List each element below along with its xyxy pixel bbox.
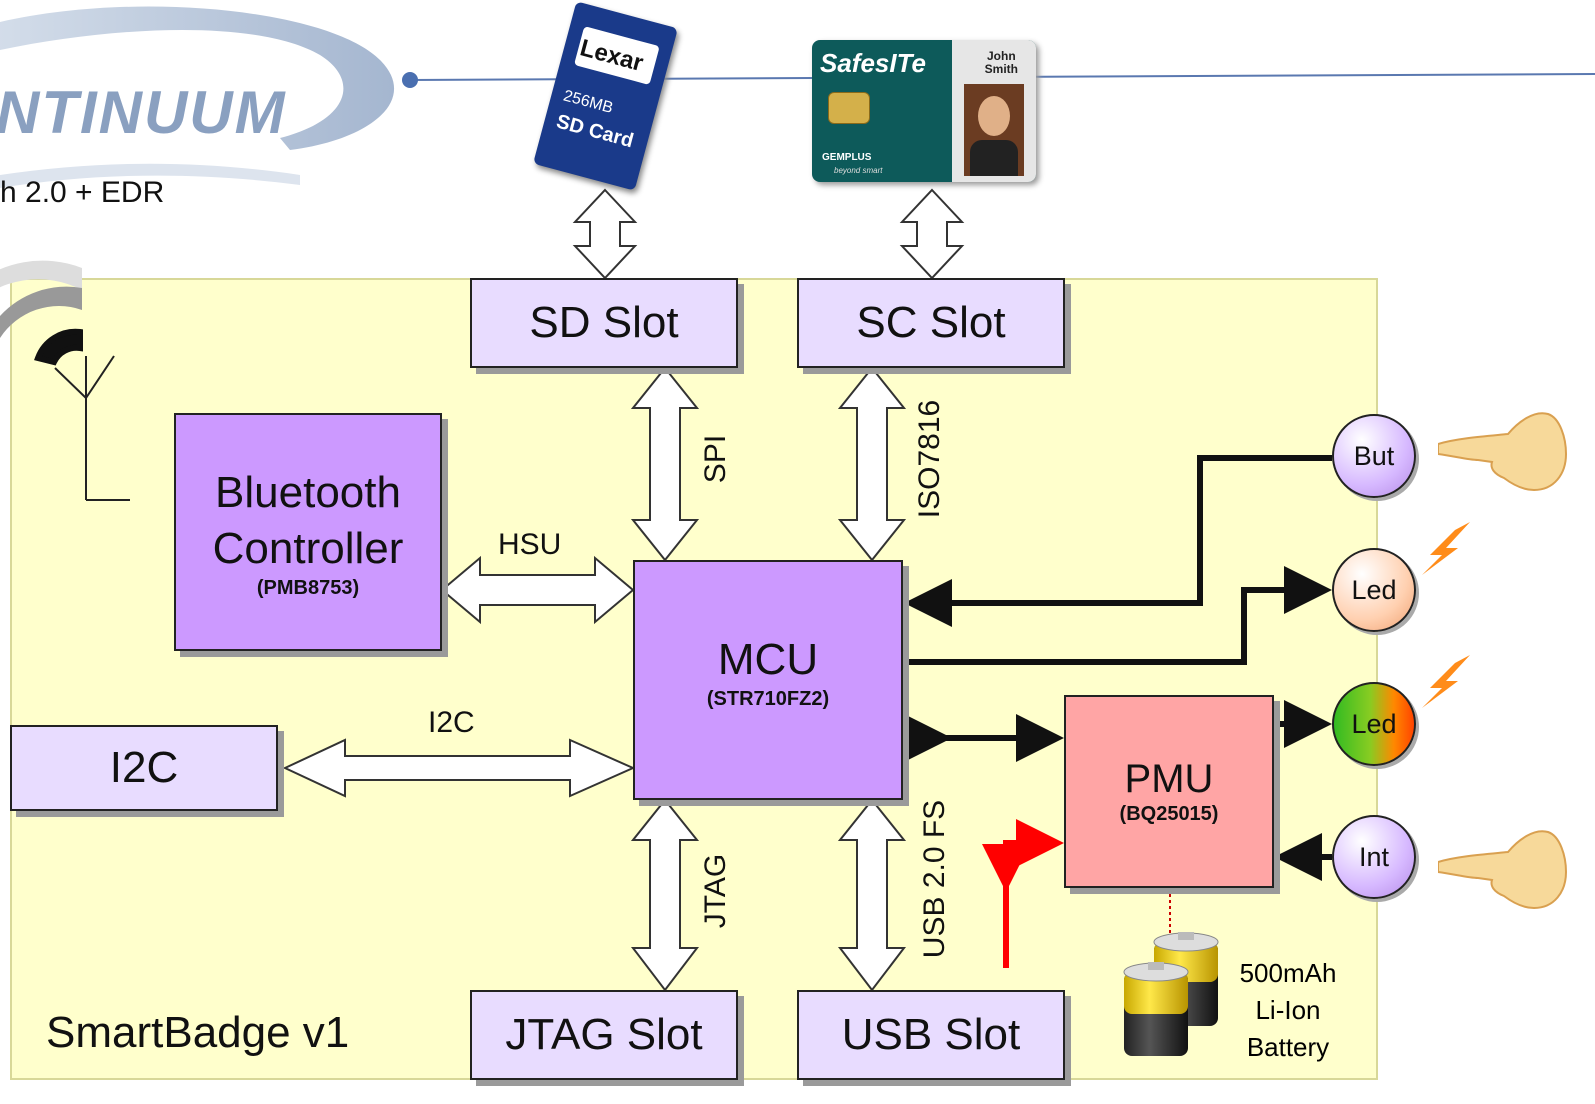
button-io: But	[1332, 414, 1416, 498]
logo-text: NTINUUM	[0, 79, 287, 146]
arrow-hsu	[440, 555, 635, 625]
spi-label: SPI	[699, 434, 732, 484]
line-button-mcu	[904, 455, 1332, 627]
jtag-slot: JTAG Slot	[470, 990, 738, 1080]
pmu-block: PMU (BQ25015)	[1064, 695, 1274, 888]
led1-glow-icon	[1422, 522, 1470, 575]
board-label: SmartBadge v1	[46, 1008, 350, 1057]
arrow-spi	[630, 366, 700, 562]
portrait-icon	[964, 84, 1024, 176]
arrow-usb	[837, 798, 907, 992]
arrow-smartcard-scslot	[899, 188, 965, 280]
i2c-link-label: I2C	[428, 706, 475, 739]
iso7816-label: ISO7816	[913, 399, 946, 519]
led1-io: Led	[1332, 548, 1416, 632]
arrow-iso7816	[837, 366, 907, 562]
arrow-jtag	[630, 798, 700, 992]
bluetooth-part-number: (PMB8753)	[256, 576, 360, 599]
battery-chemistry: Li-Ion	[1255, 995, 1321, 1025]
battery-word: Battery	[1246, 1032, 1330, 1062]
battery-icon	[1123, 932, 1219, 1056]
pmu-part-number: (BQ25015)	[1119, 803, 1219, 825]
arrow-sdcard-sdslot	[572, 188, 638, 280]
battery-label: 500mAh Li-Ion Battery	[1226, 955, 1350, 1066]
usb-label: USB 2.0 FS	[918, 799, 951, 959]
led2-io: Led	[1332, 682, 1416, 766]
logo-swoosh	[0, 6, 395, 188]
bluetooth-controller: Bluetooth Controller (PMB8753)	[174, 413, 442, 651]
arrow-i2c	[282, 738, 636, 798]
mcu-part-number: (STR710FZ2)	[706, 688, 830, 710]
chip-contact-icon	[828, 92, 870, 124]
line-mcu-led1	[903, 566, 1332, 665]
mcu-block: MCU (STR710FZ2)	[633, 560, 903, 800]
battery-capacity: 500mAh	[1239, 958, 1337, 988]
sd-slot: SD Slot	[470, 278, 738, 368]
usb-slot: USB Slot	[797, 990, 1065, 1080]
pointing-hand-icon	[1438, 412, 1568, 492]
hsu-label: HSU	[498, 528, 562, 561]
bluetooth-title-line1: Bluetooth	[215, 467, 401, 517]
line-power-usb-pmu	[1003, 819, 1064, 968]
led2-glow-icon	[1422, 655, 1470, 708]
int-io: Int	[1332, 815, 1416, 899]
sc-slot: SC Slot	[797, 278, 1065, 368]
pointing-hand-icon	[1438, 830, 1568, 910]
i2c-box: I2C	[10, 725, 278, 811]
bluetooth-version-note: h 2.0 + EDR	[0, 176, 165, 209]
wireless-signal-icon	[0, 260, 130, 501]
bluetooth-title-line2: Controller	[212, 523, 404, 573]
pmu-title: PMU	[1124, 757, 1214, 801]
mcu-title: MCU	[717, 635, 819, 684]
jtag-label: JTAG	[699, 853, 732, 929]
